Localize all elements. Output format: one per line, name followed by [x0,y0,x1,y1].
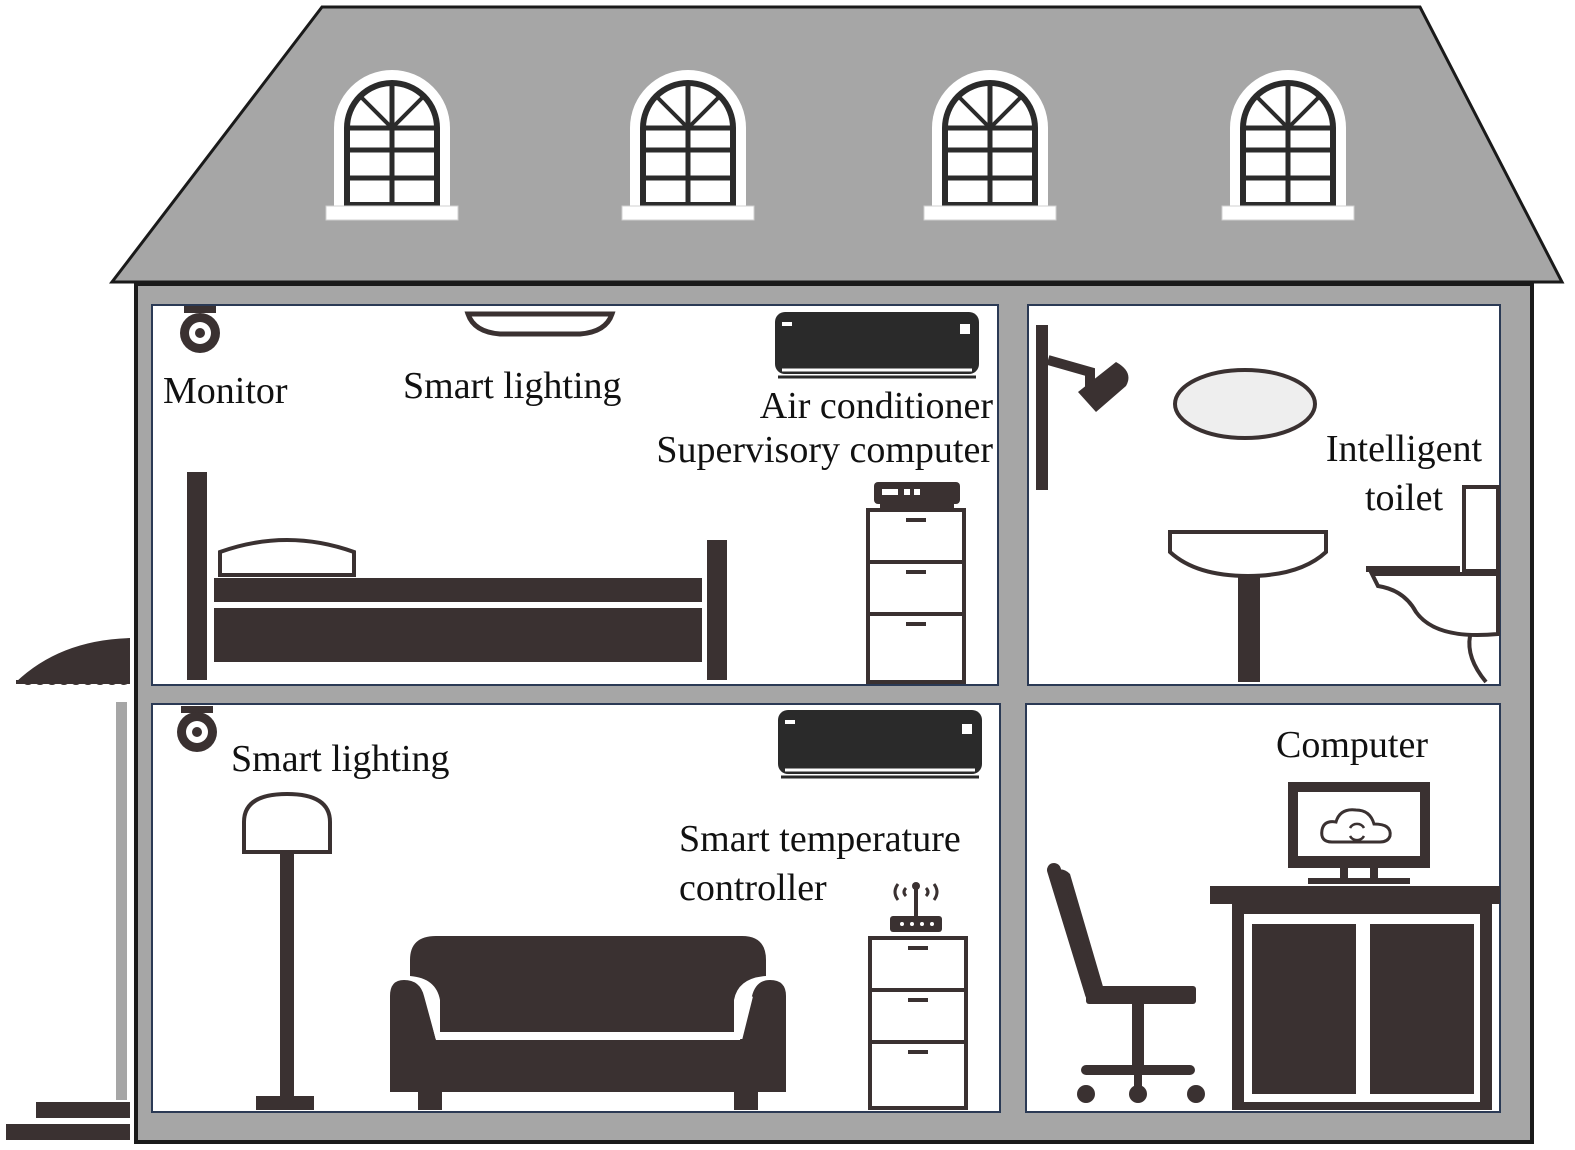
label-supervisory-computer: Supervisory computer [656,429,993,471]
label-smart-lighting-lower: Smart lighting [231,738,450,780]
sofa-icon [390,936,786,1110]
desk-icon [1210,886,1500,1110]
label-monitor: Monitor [163,370,288,412]
label-computer: Computer [1276,724,1428,766]
bed-icon [187,472,727,680]
label-intelligent-toilet-line2: toilet [1364,477,1444,519]
bathroom-ceiling-light-icon [1173,368,1317,440]
office-chair-icon [1047,863,1205,1103]
roof-window-4-icon [1221,70,1355,221]
roof [108,5,1565,284]
ceiling-light-icon [464,311,616,337]
label-smart-temperature-line1: Smart temperature [679,818,961,860]
awning-icon [16,638,130,685]
shower-icon [1036,325,1129,490]
roof-window-1-icon [325,70,459,221]
label-air-conditioner: Air conditioner [759,385,993,427]
supervisory-computer-icon [866,482,966,684]
smart-temperature-controller-icon [868,882,968,1110]
roof-window-2-icon [621,70,755,221]
computer-monitor-icon [1288,782,1430,884]
monitor-camera-icon [180,306,220,353]
label-smart-lighting-upper: Smart lighting [403,365,622,407]
entrance-pole [116,702,127,1100]
intelligent-toilet-icon [1366,485,1500,684]
label-smart-temperature-line2: controller [679,867,827,909]
sink-icon [1168,530,1328,682]
entrance-steps [6,1102,130,1140]
living-room-air-conditioner-icon [778,710,982,779]
label-intelligent-toilet-line1: Intelligent [1325,428,1483,470]
floor-lamp-icon [242,791,332,1110]
living-room-camera-icon [177,706,217,752]
air-conditioner-icon [775,312,979,379]
roof-window-3-icon [923,70,1057,221]
